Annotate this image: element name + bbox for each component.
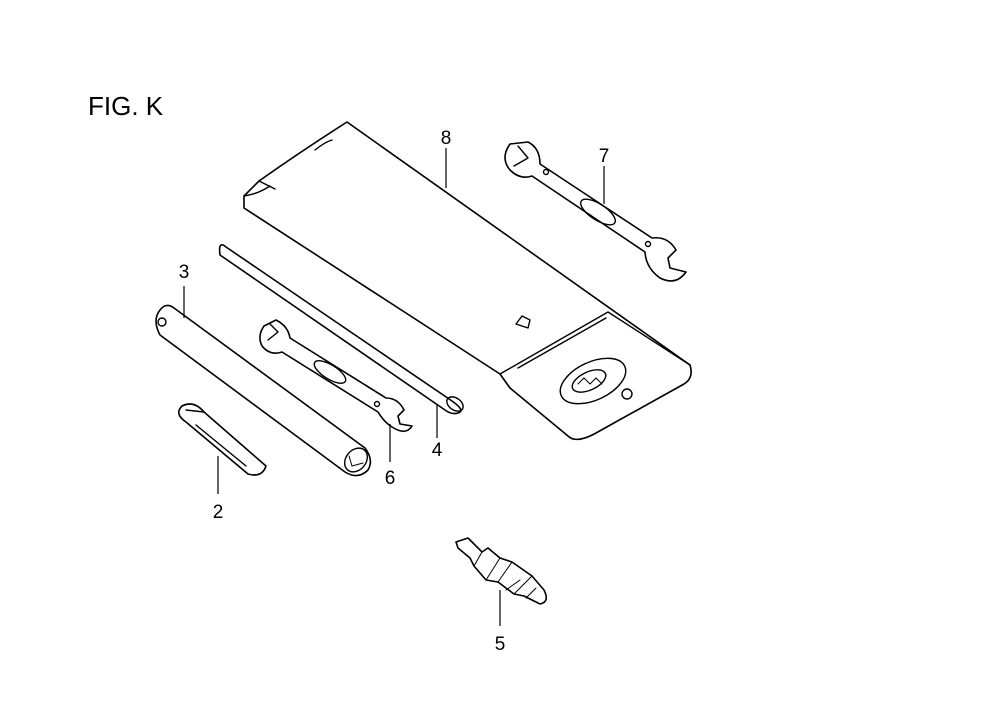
callout-5: 5 [495, 634, 506, 655]
callout-2: 2 [213, 502, 224, 523]
callout-3: 3 [179, 262, 190, 283]
grip-part [178, 403, 267, 476]
wrench-6-part [259, 319, 413, 433]
wrench-7-part [504, 141, 687, 282]
callout-4: 4 [432, 440, 443, 461]
callout-8: 8 [441, 128, 452, 149]
bar-part [218, 244, 464, 415]
spark-plug-part [455, 537, 548, 605]
figure-title: FIG. K [88, 91, 164, 121]
tool-bag-part [243, 121, 692, 441]
callout-6: 6 [385, 468, 396, 489]
callout-7: 7 [599, 146, 610, 167]
box-wrench-part [155, 304, 372, 477]
